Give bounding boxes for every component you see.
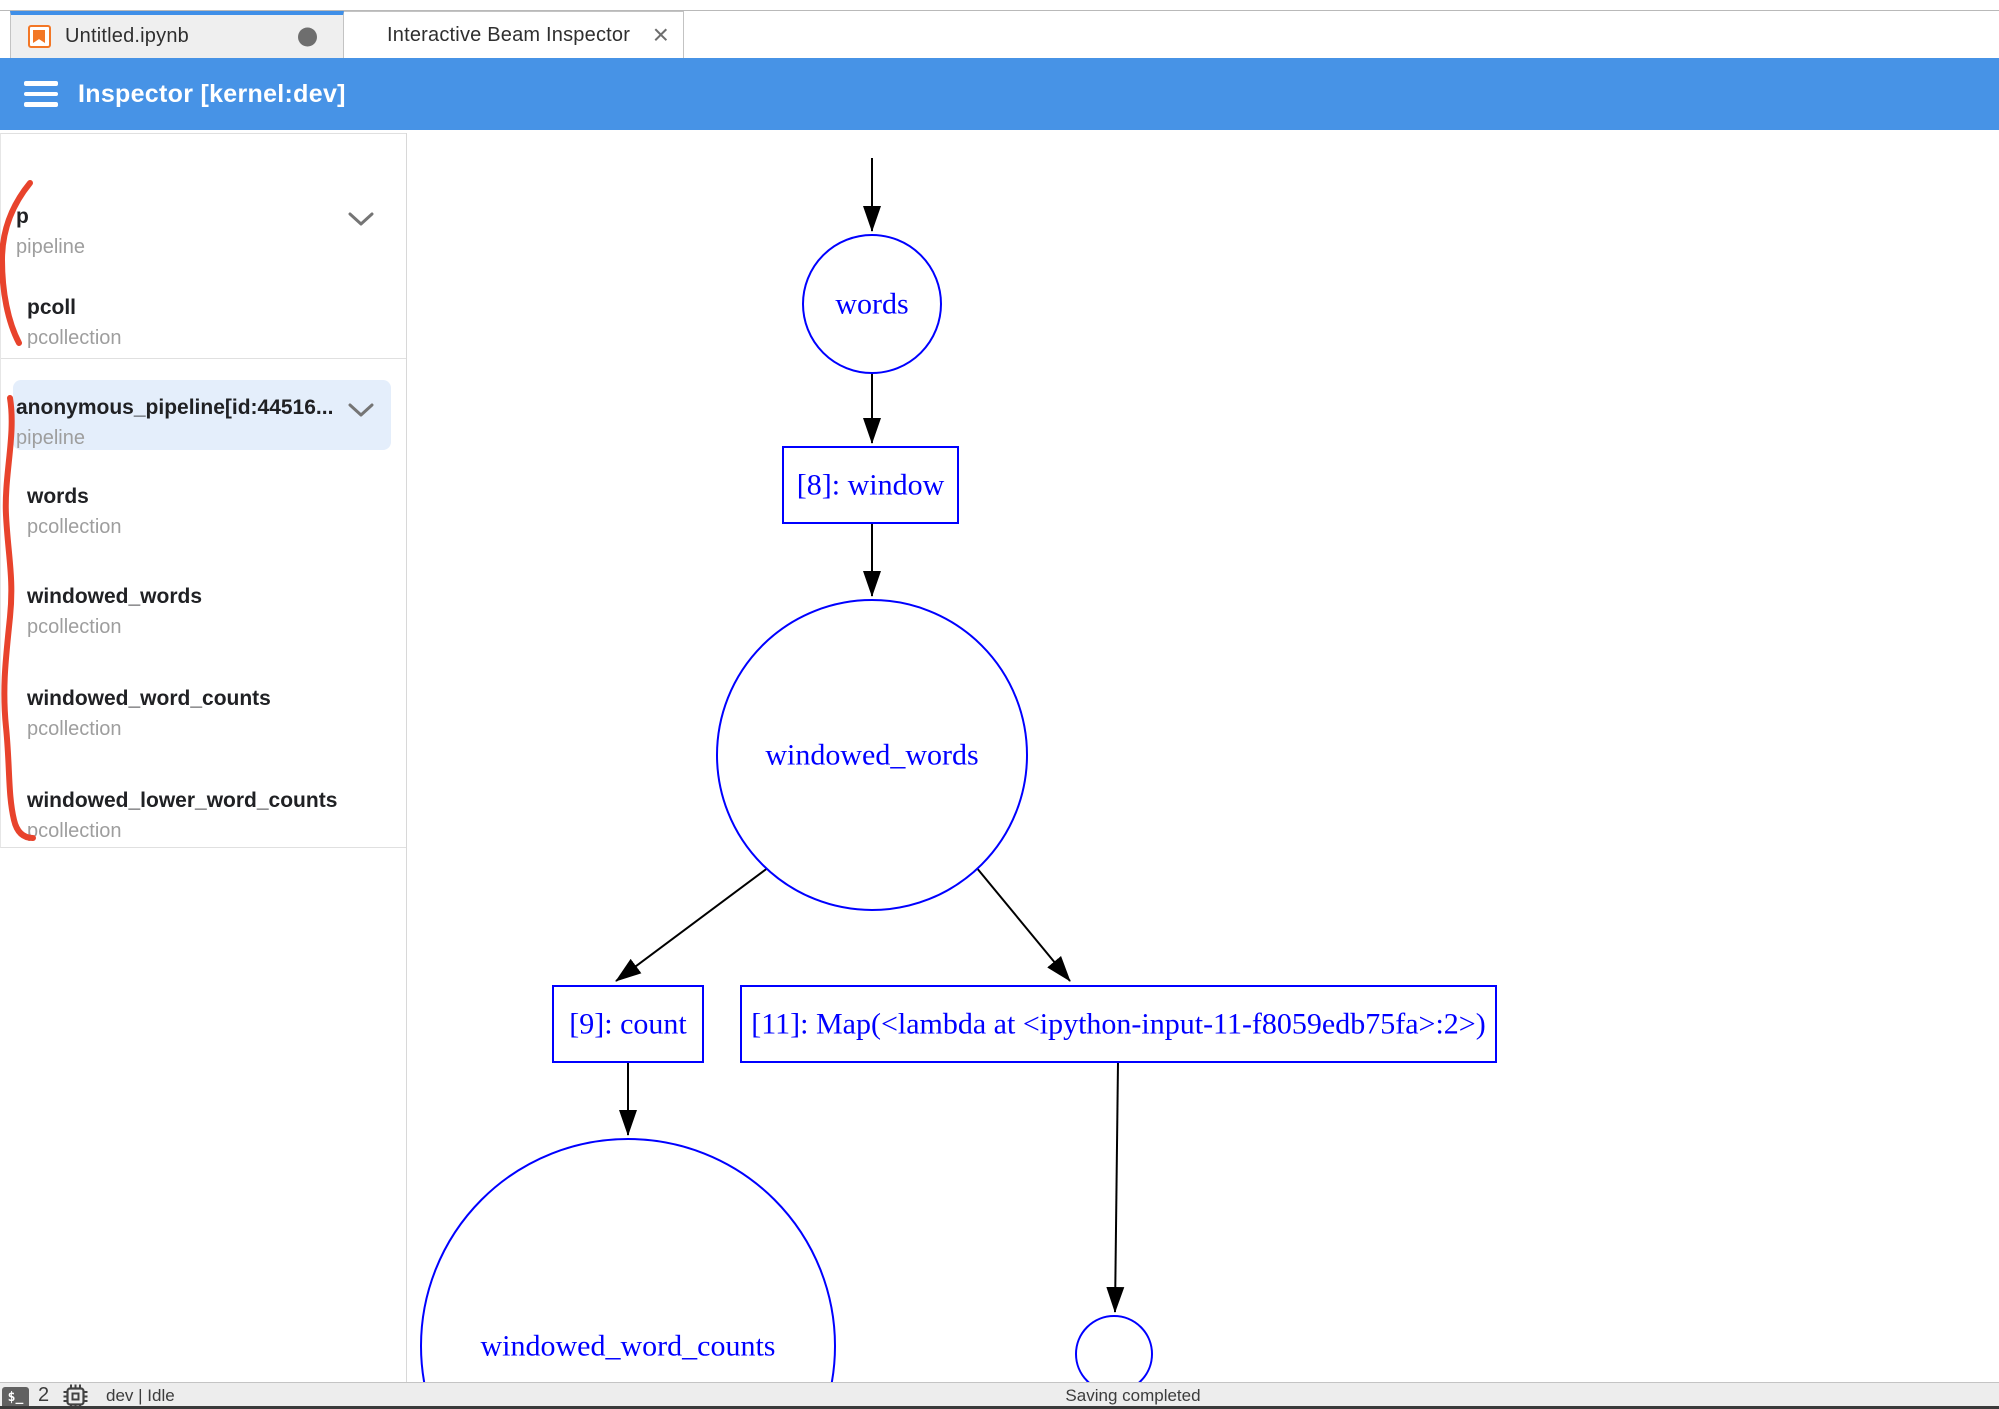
graph-node-windowed-words[interactable]: windowed_words (716, 599, 1028, 911)
pipeline-name: anonymous_pipeline[id:44516... (16, 396, 334, 419)
tab-beam-inspector[interactable]: Interactive Beam Inspector × (344, 11, 684, 58)
graph-node-label: [11]: Map(<lambda at <ipython-input-11-f… (751, 1008, 1485, 1041)
pipeline-type: pipeline (16, 427, 85, 449)
status-bar: $_ 2 dev | Idle Saving completed (0, 1382, 1999, 1409)
content-area: p pipeline pcoll pcollection anonymous_p… (0, 130, 1999, 1382)
pcollection-type: pcollection (27, 616, 122, 638)
sidebar-item-windowed-word-counts[interactable]: windowed_word_counts pcollection (1, 683, 406, 745)
menu-icon[interactable] (24, 81, 58, 107)
sidebar-item-words[interactable]: words pcollection (1, 481, 406, 543)
graph-nodes: words [8]: window windowed_words [9]: count… (420, 234, 1497, 1382)
graph-edge (1106, 1061, 1125, 1313)
pipeline-list-panel: p pipeline pcoll pcollection anonymous_p… (0, 133, 406, 848)
kernel-icon[interactable] (62, 1383, 89, 1409)
tab-bar: Untitled.ipynb Interactive Beam Inspecto… (0, 0, 1999, 58)
panel-divider (406, 133, 407, 1382)
close-icon[interactable]: × (652, 19, 669, 50)
sidebar-item-p[interactable]: p pipeline (1, 201, 406, 263)
sidebar-item-pcoll[interactable]: pcoll pcollection (1, 292, 406, 354)
graph-node-window-transform[interactable]: [8]: window (782, 446, 959, 524)
terminal-count[interactable]: 2 (38, 1384, 50, 1406)
graph-node-map-transform[interactable]: [11]: Map(<lambda at <ipython-input-11-f… (740, 985, 1497, 1063)
pipeline-name: p (16, 205, 29, 228)
graph-node-label: windowed_words (765, 739, 978, 772)
kernel-status[interactable]: dev | Idle (106, 1386, 175, 1405)
pcollection-name: windowed_lower_word_counts (27, 789, 338, 812)
selected-row-highlight (13, 380, 391, 450)
pcollection-type: pcollection (27, 718, 122, 740)
inspector-toolbar: Inspector [kernel:dev] (0, 58, 1999, 130)
pcollection-name: pcoll (27, 296, 77, 319)
graph-edge (975, 866, 1071, 982)
sidebar-item-windowed-lower-word-counts[interactable]: windowed_lower_word_counts pcollection (1, 785, 406, 847)
pipeline-type: pipeline (16, 236, 85, 258)
graph-node-label: windowed_word_counts (481, 1330, 776, 1363)
sidebar-item-windowed-words[interactable]: windowed_words pcollection (1, 581, 406, 643)
pipeline-graph: words [8]: window windowed_words [9]: count… (420, 158, 1497, 1382)
terminal-icon[interactable]: $_ (2, 1387, 29, 1409)
notebook-icon (28, 25, 51, 48)
graph-edges (615, 158, 1125, 1313)
page-title: Inspector [kernel:dev] (78, 79, 346, 108)
graph-node-label: [8]: window (797, 469, 945, 502)
graph-node-label: [9]: count (569, 1008, 687, 1041)
graph-node-count-transform[interactable]: [9]: count (552, 985, 704, 1063)
pcollection-name: windowed_word_counts (27, 687, 271, 710)
graph-edge (615, 866, 770, 982)
pcollection-name: windowed_words (27, 585, 203, 608)
chevron-down-icon[interactable] (348, 211, 374, 227)
tabbar-top-border (0, 10, 1999, 11)
pcollection-type: pcollection (27, 820, 122, 842)
tab-label: Untitled.ipynb (65, 25, 189, 47)
pcollection-name: words (27, 485, 89, 508)
section-divider (1, 358, 406, 359)
tab-label: Interactive Beam Inspector (387, 23, 631, 46)
chevron-down-icon[interactable] (348, 402, 374, 418)
pcollection-type: pcollection (27, 327, 122, 349)
sidebar-item-anonymous-pipeline[interactable]: anonymous_pipeline[id:44516... pipeline (1, 392, 406, 454)
graph-node-label: words (835, 288, 908, 321)
graph-node-words[interactable]: words (802, 234, 942, 374)
graph-node-windowed-word-counts[interactable]: windowed_word_counts (420, 1138, 836, 1382)
unsaved-changes-dot[interactable] (298, 27, 317, 46)
save-status-message: Saving completed (1065, 1386, 1201, 1405)
pcollection-type: pcollection (27, 516, 122, 538)
tab-untitled-notebook[interactable]: Untitled.ipynb (10, 11, 344, 58)
graph-node-windowed-lower-word-counts[interactable] (1075, 1315, 1153, 1382)
